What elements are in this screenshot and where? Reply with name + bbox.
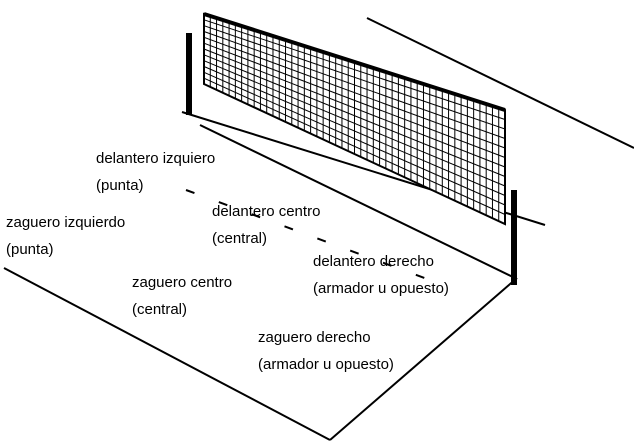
position-name: zaguero izquierdo	[6, 214, 126, 231]
position-zaguero-centro: zaguero centro (central)	[132, 273, 232, 319]
position-zaguero-derecho: zaguero derecho (armador u opuesto)	[258, 328, 394, 374]
position-zaguero-izquierdo: zaguero izquierdo (punta)	[6, 213, 125, 259]
position-role: (armador u opuesto)	[258, 356, 394, 373]
net-mesh-horizontal	[203, 42, 506, 158]
net-mesh-horizontal	[203, 60, 506, 187]
net	[186, 12, 517, 285]
position-name: zaguero derecho	[258, 329, 371, 346]
net-mesh-horizontal	[203, 31, 506, 139]
net-mesh-horizontal	[203, 48, 506, 168]
left-sideline	[3, 267, 331, 441]
net-mesh-horizontal	[203, 19, 506, 120]
net-mesh-horizontal	[203, 71, 506, 206]
center-line	[199, 124, 516, 279]
position-delantero-izquierdo: delantero izquiero (punta)	[96, 149, 215, 195]
position-name: zaguero centro	[132, 274, 233, 291]
net-mesh-horizontal	[203, 66, 506, 196]
net-mesh	[203, 16, 506, 222]
right-sideline	[329, 277, 518, 441]
position-role: (punta)	[96, 177, 144, 194]
net-mesh-horizontal	[203, 54, 506, 177]
position-name: delantero izquiero	[96, 150, 216, 167]
position-role: (armador u opuesto)	[313, 280, 449, 297]
near-court-lines	[3, 124, 518, 441]
net-mesh-horizontal	[203, 36, 506, 149]
position-role: (central)	[212, 230, 268, 247]
left-net-post	[186, 33, 192, 115]
far-sideline-top	[366, 17, 634, 149]
position-role: (central)	[132, 301, 188, 318]
net-mesh-horizontal	[203, 77, 506, 215]
position-name: delantero centro	[212, 203, 321, 220]
position-delantero-centro: delantero centro (central)	[212, 202, 320, 248]
position-name: delantero derecho	[313, 253, 434, 270]
position-delantero-derecho: delantero derecho (armador u opuesto)	[313, 252, 449, 298]
net-mesh-horizontal	[203, 25, 506, 130]
position-role: (punta)	[6, 241, 54, 258]
net-band	[203, 12, 506, 112]
right-net-post	[511, 190, 517, 285]
